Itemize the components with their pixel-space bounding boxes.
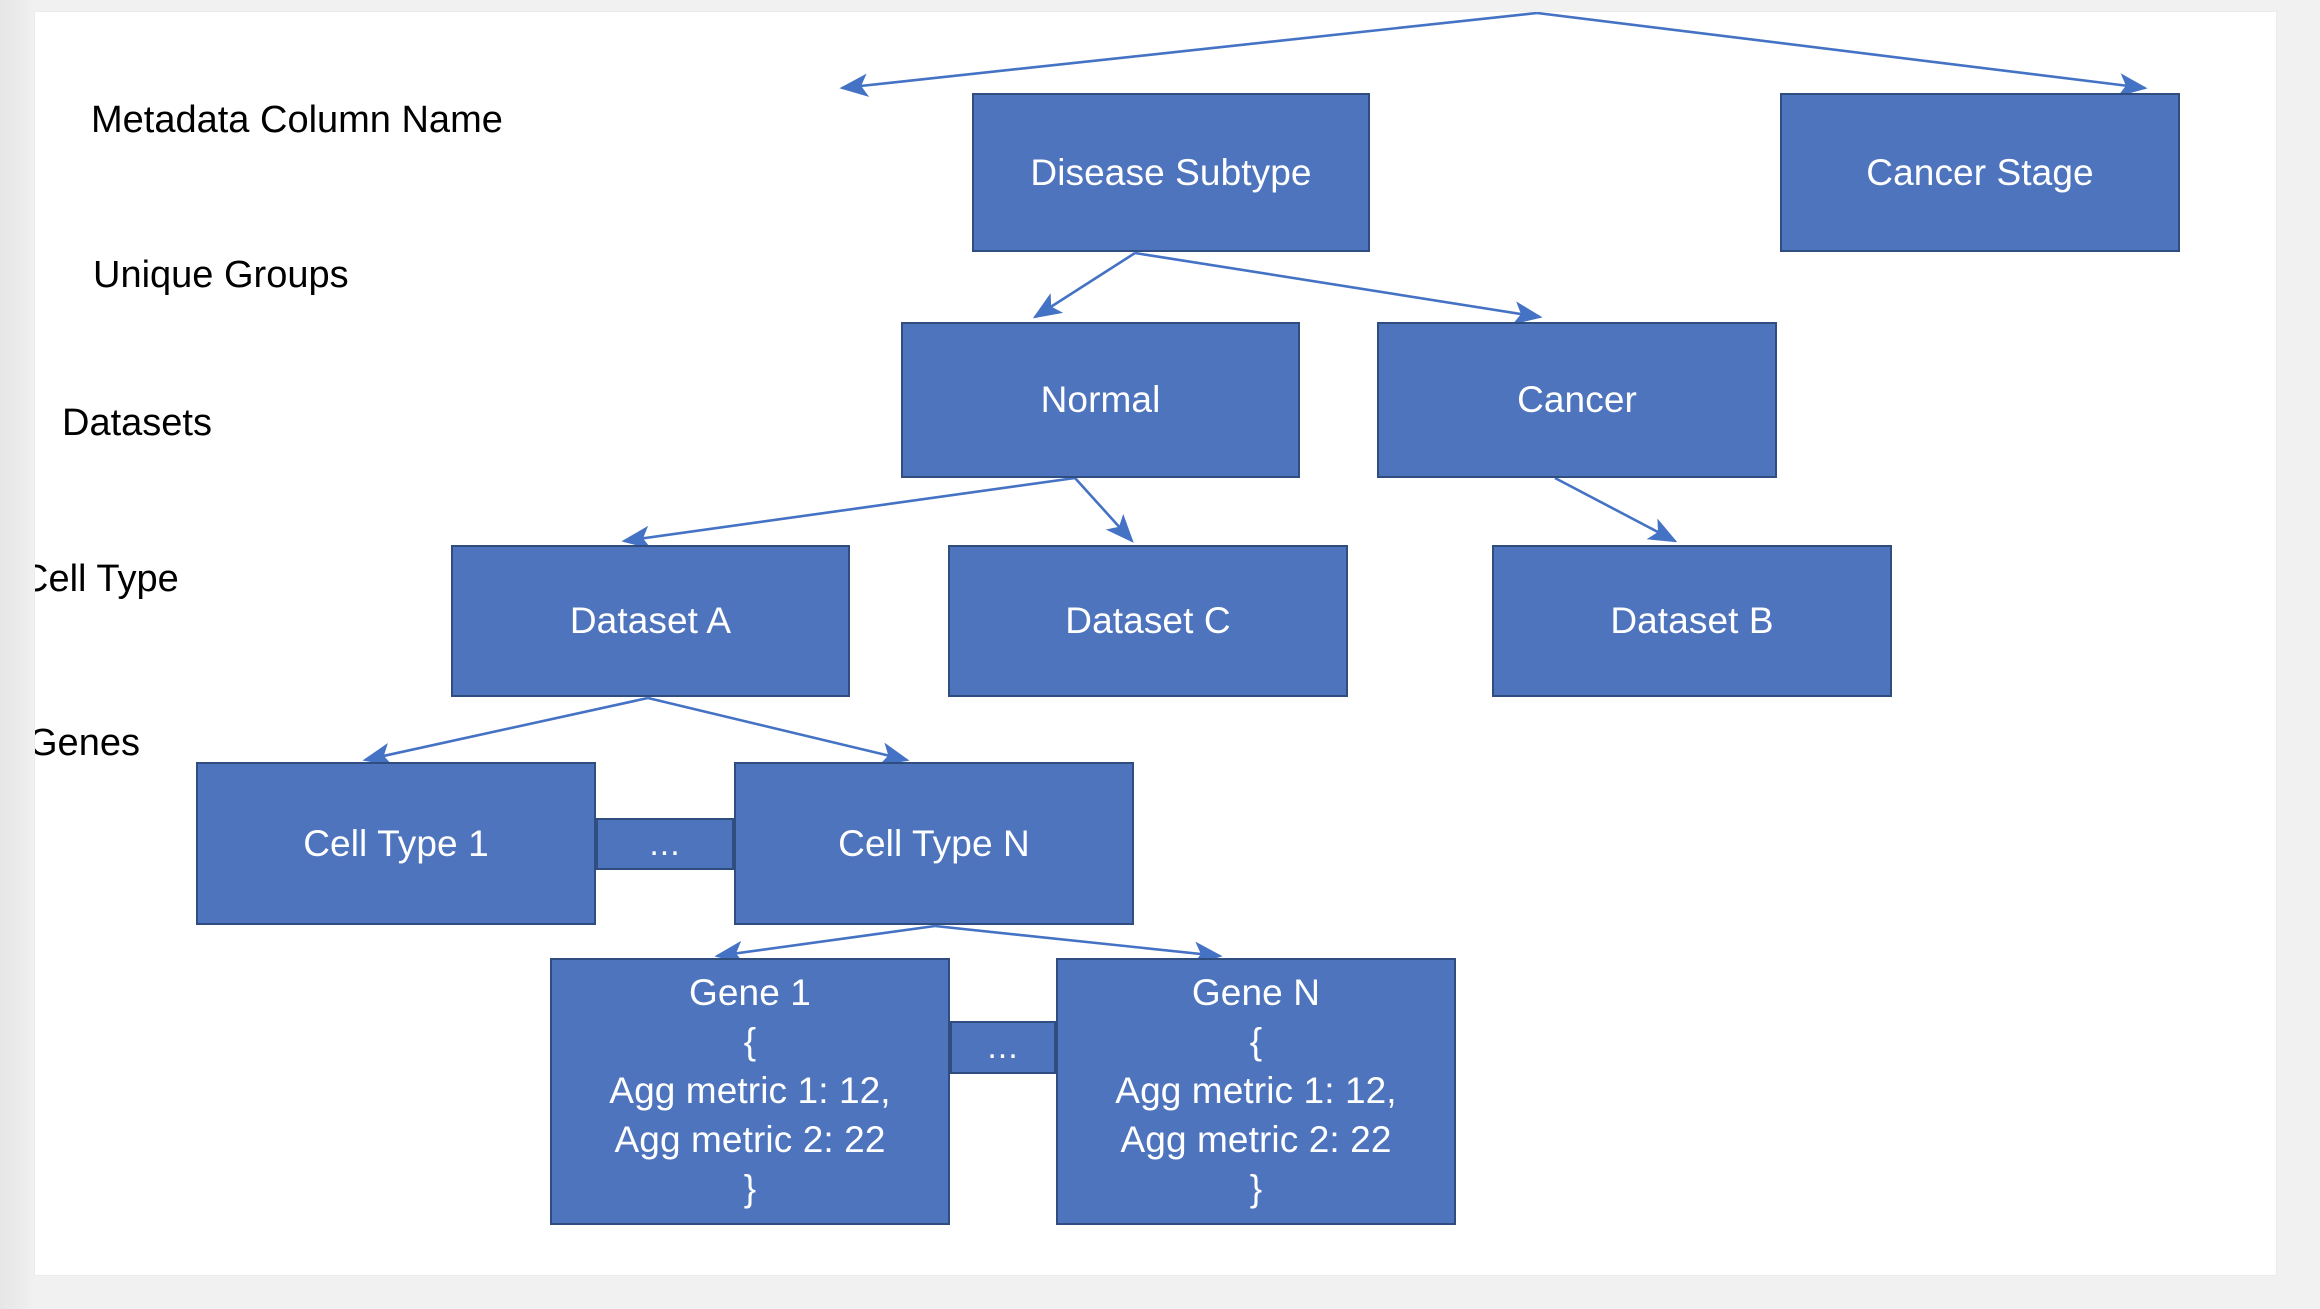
edge-disease-subtype-to-cancer: [1134, 251, 1543, 325]
node-cell-type-n[interactable]: Cell Type N: [734, 762, 1134, 925]
row-label-genes: Genes: [35, 722, 140, 764]
edge-disease-subtype-to-normal: [1032, 251, 1136, 319]
node-cancer[interactable]: Cancer: [1377, 322, 1777, 478]
node-gene-n[interactable]: Gene N { Agg metric 1: 12, Agg metric 2:…: [1056, 958, 1456, 1225]
node-cell-type-ellipsis[interactable]: ...: [596, 818, 734, 870]
row-label-metadata-column-name: Metadata Column Name: [91, 99, 503, 141]
edge-cell-type-n-to-gene-1: [714, 924, 936, 965]
edge-dataset-a-to-cell-type-n: [647, 696, 910, 766]
edge-root-to-cancer-stage: [1536, 12, 2148, 97]
row-label-unique-groups: Unique Groups: [93, 254, 349, 296]
node-gene-ellipsis[interactable]: ...: [950, 1021, 1056, 1074]
node-normal[interactable]: Normal: [901, 322, 1300, 478]
row-label-cell-type: Cell Type: [35, 558, 179, 600]
node-cancer-stage[interactable]: Cancer Stage: [1780, 93, 2180, 252]
node-dataset-c[interactable]: Dataset C: [948, 545, 1348, 697]
edge-cell-type-n-to-gene-n: [934, 924, 1223, 965]
edge-normal-to-dataset-a: [621, 476, 1076, 549]
edge-normal-to-dataset-c: [1074, 477, 1134, 543]
node-cell-type-1[interactable]: Cell Type 1: [196, 762, 596, 925]
node-dataset-b[interactable]: Dataset B: [1492, 545, 1892, 697]
diagram-canvas: Metadata Column Name Unique Groups Datas…: [35, 12, 2276, 1275]
edge-cancer-to-dataset-b: [1554, 476, 1678, 543]
row-label-datasets: Datasets: [62, 402, 212, 444]
edge-dataset-a-to-cell-type-1: [362, 696, 649, 766]
node-gene-1[interactable]: Gene 1 { Agg metric 1: 12, Agg metric 2:…: [550, 958, 950, 1225]
edge-root-to-disease-subtype: [839, 12, 1538, 97]
node-disease-subtype[interactable]: Disease Subtype: [972, 93, 1370, 252]
node-dataset-a[interactable]: Dataset A: [451, 545, 850, 697]
